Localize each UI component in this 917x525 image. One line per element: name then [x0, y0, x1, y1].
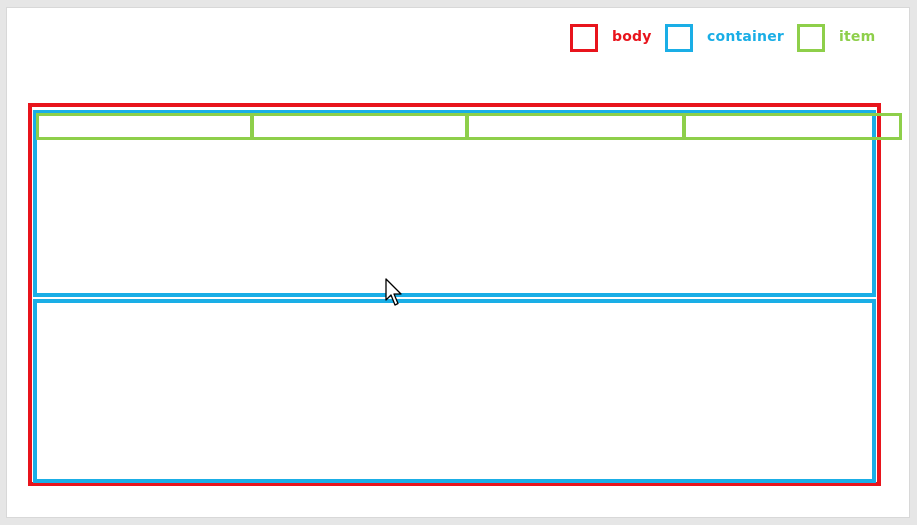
legend-label-container: container — [707, 29, 784, 45]
legend-swatch-container — [665, 24, 693, 52]
item-box-1 — [36, 113, 253, 140]
legend-label-item: item — [839, 29, 876, 45]
mouse-pointer-icon — [385, 278, 402, 306]
legend-label-body: body — [612, 29, 652, 45]
item-box-4 — [683, 113, 902, 140]
item-box-2 — [251, 113, 468, 140]
item-box-3 — [466, 113, 685, 140]
diagram-canvas — [6, 7, 910, 518]
body-box — [28, 103, 881, 486]
legend-swatch-body — [570, 24, 598, 52]
legend-swatch-item — [797, 24, 825, 52]
container-box-2 — [33, 299, 876, 483]
container-box-1 — [33, 110, 876, 297]
